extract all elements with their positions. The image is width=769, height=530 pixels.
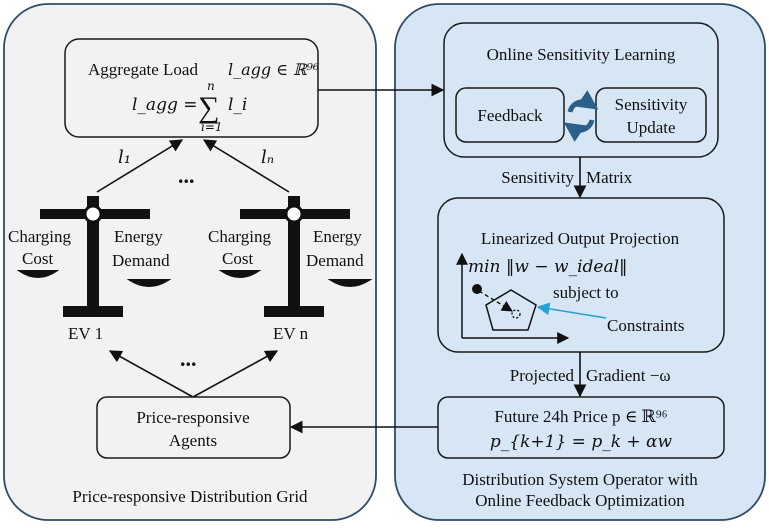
sum-symbol: ∑ bbox=[198, 91, 219, 124]
ev1-demand-label: Demand bbox=[112, 251, 170, 270]
price-line2: p_{k+1} = p_k + αw bbox=[490, 432, 673, 452]
scale-base bbox=[264, 306, 324, 317]
ellipsis-top: ... bbox=[178, 163, 195, 188]
balance-scale-evn bbox=[218, 196, 373, 317]
ev1-charging-label: Charging bbox=[8, 227, 71, 246]
agents-line2: Agents bbox=[169, 431, 217, 450]
agents-line1: Price-responsive bbox=[136, 408, 249, 427]
scale-pivot bbox=[83, 204, 103, 224]
ev1-energy-label: Energy bbox=[114, 227, 163, 246]
aggregate-load-title: Aggregate Load bbox=[88, 60, 198, 79]
balance-scale-ev1 bbox=[16, 196, 172, 317]
constraints-label: Constraints bbox=[607, 316, 684, 335]
scale-post bbox=[87, 196, 99, 310]
sensitivity-update-box bbox=[595, 87, 707, 143]
scale-pan-right bbox=[327, 279, 373, 287]
evn-name: EV n bbox=[273, 324, 309, 343]
scale-post bbox=[288, 196, 300, 310]
scale-pan-right bbox=[126, 279, 172, 287]
scale-base bbox=[63, 306, 123, 317]
subject-to-label: subject to bbox=[553, 283, 619, 302]
evn-energy-label: Energy bbox=[313, 227, 362, 246]
gradient-label-left: Projected bbox=[510, 366, 575, 385]
aggregate-formula-lhs: l_agg = bbox=[132, 95, 198, 115]
feedback-label: Feedback bbox=[477, 106, 543, 125]
ev1-cost-label: Cost bbox=[22, 249, 53, 268]
evn-demand-label: Demand bbox=[306, 251, 364, 270]
sensitivity-matrix-label-right: Matrix bbox=[586, 168, 633, 187]
sum-upper-limit: n bbox=[207, 79, 215, 93]
sensitivity-matrix-label-left: Sensitivity bbox=[501, 168, 574, 187]
ellipsis-bottom: ... bbox=[180, 346, 197, 371]
aggregate-load-box bbox=[64, 38, 319, 138]
arrow-l1 bbox=[96, 139, 184, 193]
left-panel-caption: Price-responsive Distribution Grid bbox=[72, 487, 308, 506]
arrow-agents-to-ev1 bbox=[108, 350, 194, 398]
constraints-pointer bbox=[536, 302, 607, 319]
sensitivity-learning-title: Online Sensitivity Learning bbox=[487, 45, 676, 64]
arrow-agents-to-evn bbox=[192, 350, 279, 398]
projection-plot bbox=[456, 252, 570, 344]
scale-pivot bbox=[284, 204, 304, 224]
arrow-ln bbox=[202, 139, 290, 193]
gradient-label-right: Gradient −ω bbox=[586, 366, 671, 385]
price-line1: Future 24h Price p ∈ ℝ⁹⁶ bbox=[494, 407, 667, 426]
cycle-icon bbox=[563, 90, 599, 142]
label-l1: l₁ bbox=[118, 147, 131, 168]
projection-title: Linearized Output Projection bbox=[481, 229, 680, 248]
projected-point bbox=[511, 309, 521, 319]
sum-lower-limit: i=1 bbox=[201, 120, 223, 134]
aggregate-load-title-math: l_agg ∈ ℝ⁹⁶ bbox=[228, 60, 320, 79]
scale-pan-left bbox=[218, 270, 262, 278]
sensitivity-update-line1: Sensitivity bbox=[615, 95, 688, 114]
sensitivity-update-line2: Update bbox=[626, 118, 675, 137]
sum-term: l_i bbox=[228, 95, 247, 115]
evn-cost-label: Cost bbox=[222, 249, 253, 268]
label-ln: lₙ bbox=[261, 147, 274, 168]
projection-objective: min ‖w − w_ideal‖ bbox=[468, 257, 628, 277]
evn-charging-label: Charging bbox=[208, 227, 271, 246]
feedback-box bbox=[455, 87, 565, 143]
right-panel-caption-line1: Distribution System Operator with bbox=[462, 470, 698, 489]
right-panel-caption-line2: Online Feedback Optimization bbox=[475, 491, 685, 510]
scale-pan-left bbox=[16, 270, 60, 278]
ev1-name: EV 1 bbox=[68, 324, 103, 343]
